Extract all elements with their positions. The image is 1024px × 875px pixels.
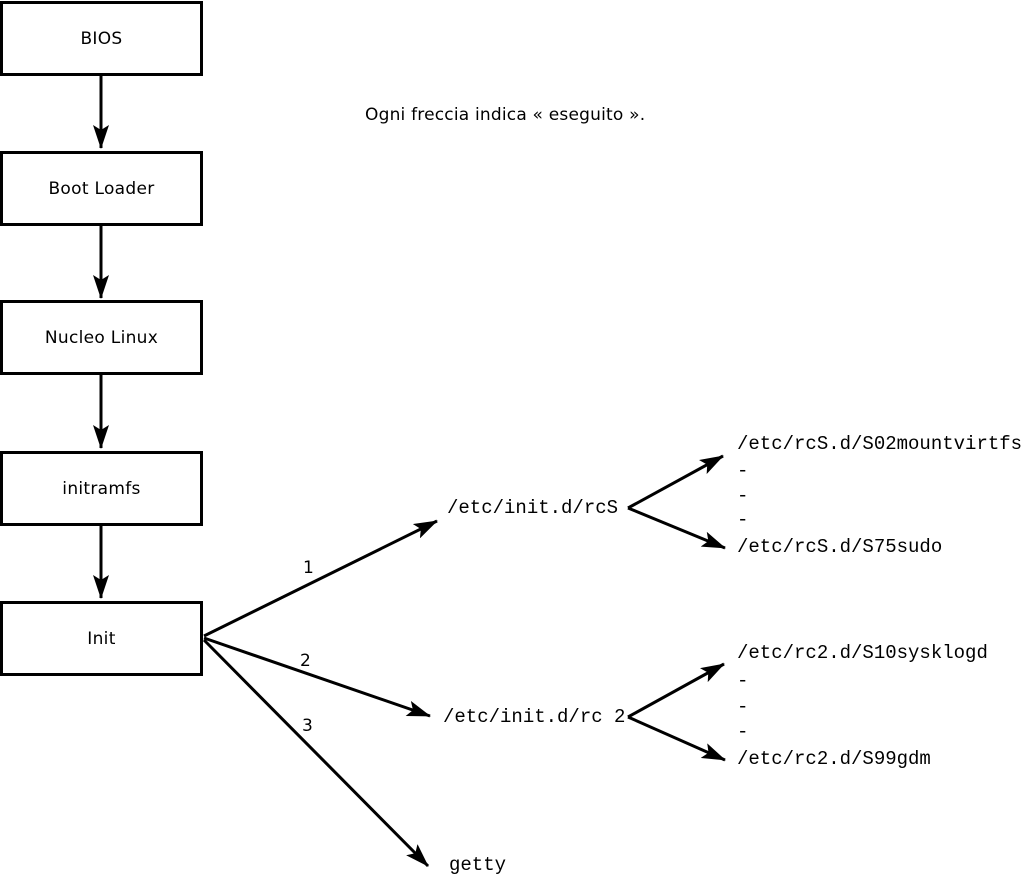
- arrow-init-to-rc2: [203, 636, 431, 718]
- flow-box-label: Boot Loader: [48, 178, 155, 199]
- arrow-number-2: 2: [300, 651, 311, 671]
- arrow-number-3: 3: [302, 716, 313, 736]
- node-rc2-child-dash: -: [737, 670, 749, 692]
- flow-box-initramfs: initramfs: [0, 451, 203, 526]
- node-rc2-child-s10sysklogd: /etc/rc2.d/S10sysklogd: [737, 642, 988, 664]
- node-rcs-child-dash: -: [737, 485, 749, 507]
- node-rcs-child-dash: -: [737, 460, 749, 482]
- flow-box-label: initramfs: [62, 478, 141, 499]
- arrow-init-to-getty: [202, 638, 430, 868]
- arrow-rc2-to-s10sysklogd: [627, 662, 725, 719]
- flow-box-kernel: Nucleo Linux: [0, 300, 203, 375]
- flow-box-bootloader: Boot Loader: [0, 151, 203, 226]
- node-rcs-script: /etc/init.d/rcS: [447, 497, 619, 519]
- flow-box-label: Nucleo Linux: [44, 327, 159, 348]
- node-getty: getty: [449, 854, 507, 875]
- arrow-rc2-to-s99gdm: [627, 715, 726, 762]
- arrow-number-1: 1: [303, 558, 314, 578]
- node-rcs-child-dash: -: [737, 509, 749, 531]
- arrow-init-to-rcs: [203, 519, 438, 638]
- flow-box-bios: BIOS: [0, 1, 203, 76]
- node-rc2-child-s99gdm: /etc/rc2.d/S99gdm: [737, 748, 931, 770]
- flow-box-label: Init: [87, 628, 116, 649]
- flow-box-label: BIOS: [80, 28, 123, 49]
- arrow-rcs-to-s02mountvirtfs: [627, 454, 724, 510]
- node-rcs-child-s02mountvirtfs: /etc/rcS.d/S02mountvirtfs: [737, 433, 1023, 455]
- node-rcs-child-s75sudo: /etc/rcS.d/S75sudo: [737, 536, 943, 558]
- flow-box-init: Init: [0, 601, 203, 676]
- node-rc2-child-dash: -: [737, 696, 749, 718]
- diagram-caption: Ogni freccia indica « eseguito ».: [365, 105, 646, 125]
- node-rc2-child-dash: -: [737, 721, 749, 743]
- node-rc2-script: /etc/init.d/rc 2: [443, 706, 626, 728]
- arrow-rcs-to-s75sudo: [627, 506, 726, 550]
